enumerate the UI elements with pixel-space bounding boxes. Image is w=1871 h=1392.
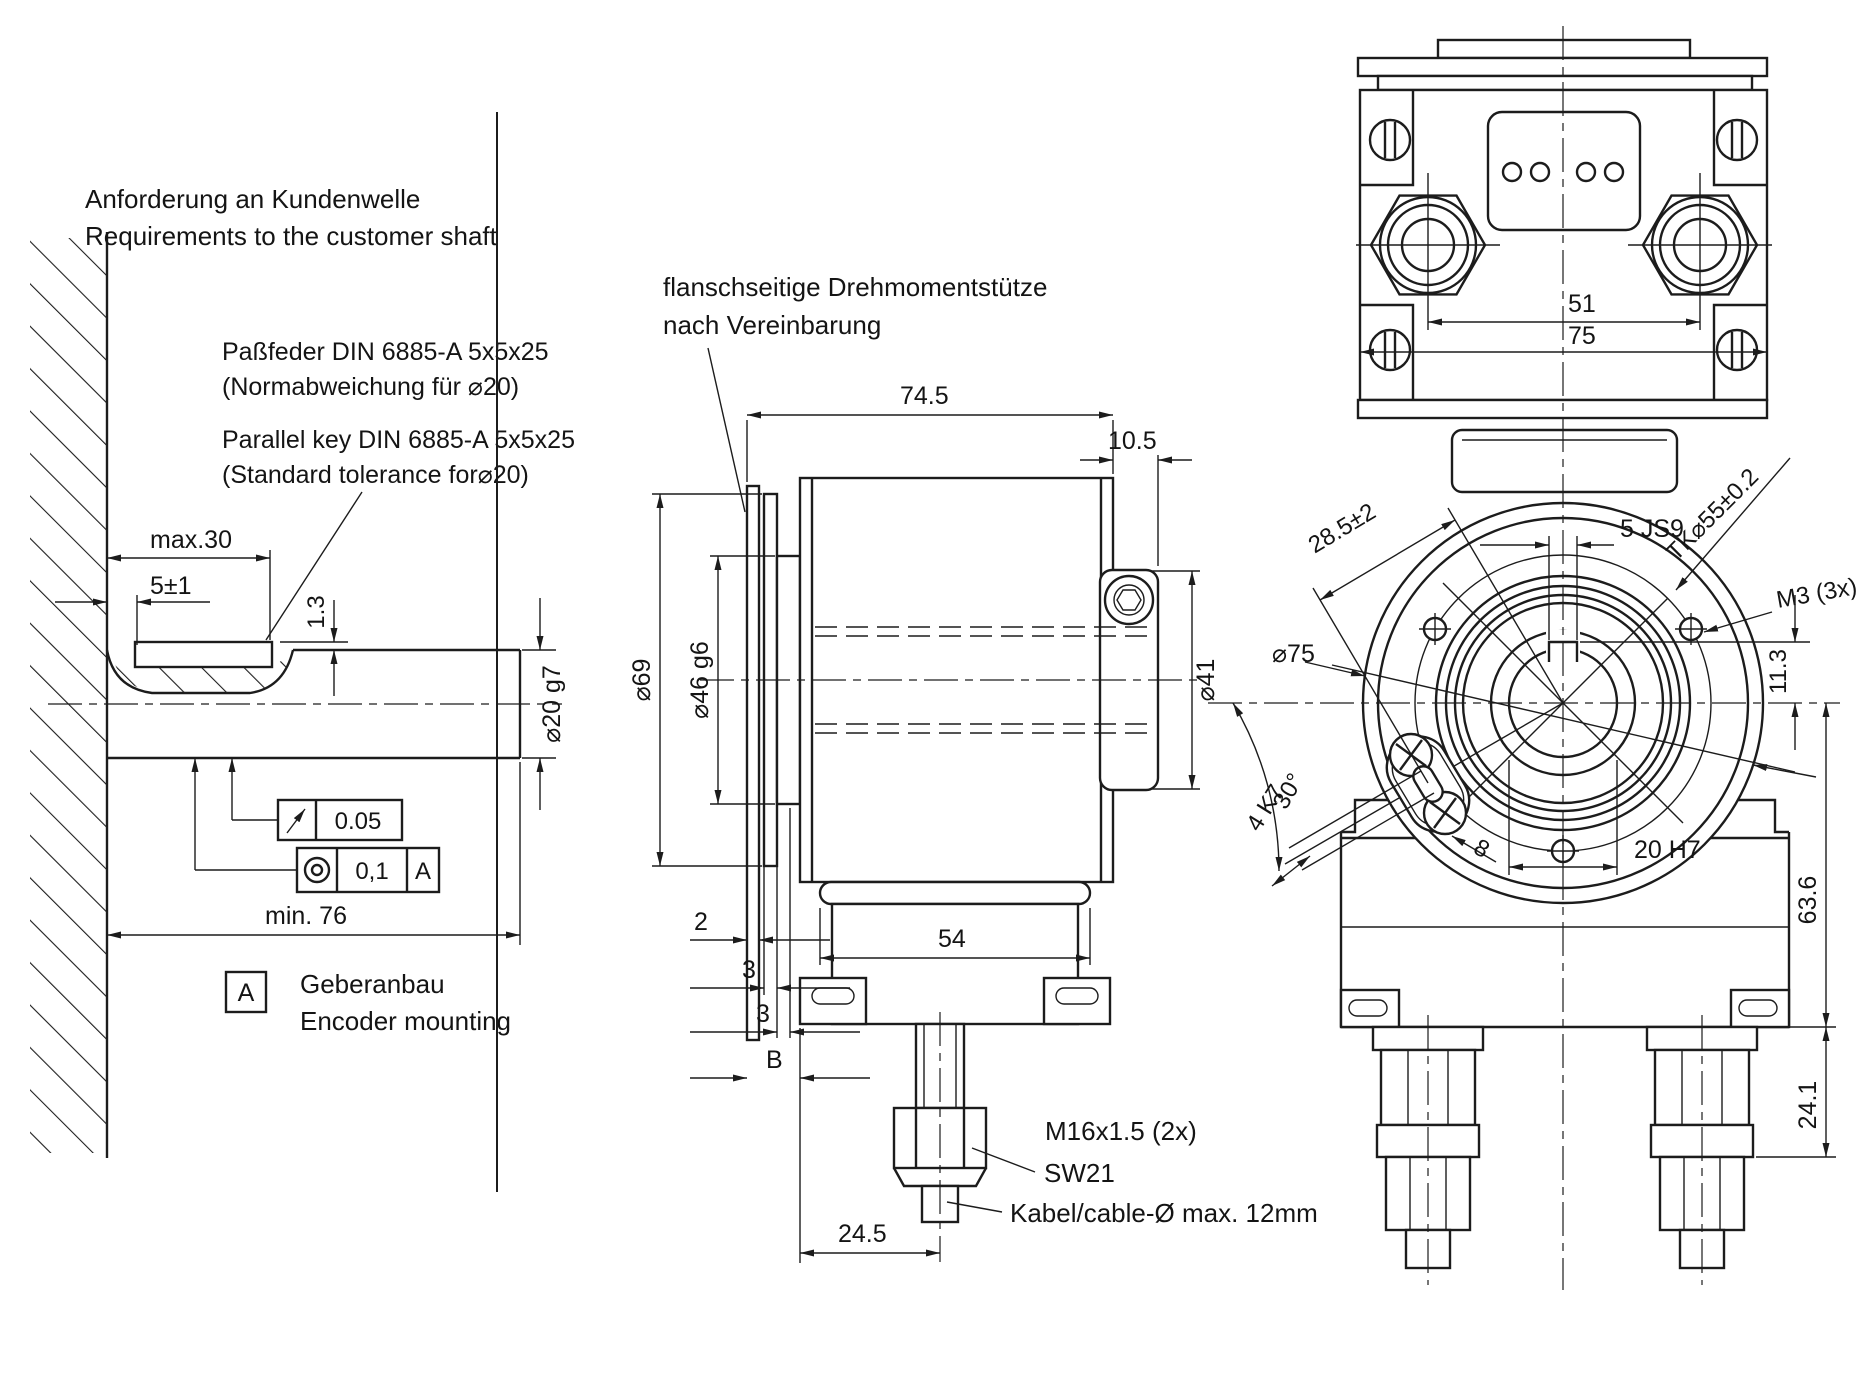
dim-d75: ⌀75 bbox=[1272, 640, 1315, 668]
dim-11-3: 11.3 bbox=[1765, 649, 1792, 694]
label-m16: M16x1.5 (2x) bbox=[1045, 1116, 1197, 1146]
dim-5js9: 5 JS9 bbox=[1620, 515, 1684, 543]
concentricity-icon bbox=[303, 856, 331, 884]
shaft-collar bbox=[1450, 428, 1679, 494]
dim-75: 75 bbox=[1568, 322, 1596, 350]
dim-B: B bbox=[766, 1046, 783, 1074]
keyway-pocket bbox=[105, 649, 295, 695]
cable-gland-front-right bbox=[1645, 1015, 1759, 1285]
runout-icon bbox=[286, 808, 306, 834]
concentricity-datum: A bbox=[415, 858, 431, 885]
dim-28-5: 28.5±2 bbox=[1304, 498, 1381, 559]
key-label-en-2: (Standard tolerance for⌀20) bbox=[222, 461, 529, 489]
label-sw21: SW21 bbox=[1044, 1158, 1115, 1188]
dim-3a: 3 bbox=[742, 956, 756, 984]
concentricity-value: 0,1 bbox=[355, 858, 388, 885]
dim-1-3: 1.3 bbox=[303, 595, 330, 628]
m3-leader bbox=[1703, 611, 1773, 633]
wall-hatching bbox=[30, 238, 107, 1153]
dim-shaft-d20g7: ⌀20 g7 bbox=[538, 665, 566, 743]
mounting-lug-right bbox=[1042, 976, 1112, 1026]
front-view: 5 JS9 28.5±2 TK⌀55±0.2 M3 (3x) ⌀75 30° 4… bbox=[1208, 26, 1859, 1290]
parallel-key bbox=[133, 640, 274, 669]
dim-2: 2 bbox=[694, 908, 708, 936]
dim-24-1: 24.1 bbox=[1794, 1081, 1822, 1130]
clamp-screw bbox=[1103, 574, 1155, 626]
mounting-lug-left bbox=[798, 976, 868, 1026]
dim-max30: max.30 bbox=[150, 526, 232, 554]
key-label-de-1: Paßfeder DIN 6885-A 5x5x25 bbox=[222, 338, 549, 366]
sw21-leader bbox=[971, 1147, 1036, 1173]
cable-gland-front-left bbox=[1371, 1015, 1485, 1285]
title-en: Requirements to the customer shaft bbox=[85, 221, 498, 251]
cable-gland-top-right bbox=[1628, 173, 1772, 330]
connector-block bbox=[1486, 110, 1642, 232]
top-view: 51 75 bbox=[1356, 38, 1772, 494]
dim-5plus1: 5±1 bbox=[150, 572, 192, 600]
dim-min76: min. 76 bbox=[265, 902, 347, 930]
title-de: Anforderung an Kundenwelle bbox=[85, 184, 420, 214]
dim-d41: ⌀41 bbox=[1192, 659, 1220, 702]
cable-leader bbox=[946, 1201, 1003, 1213]
dim-54: 54 bbox=[938, 925, 966, 953]
dim-3b: 3 bbox=[756, 1000, 770, 1028]
datum-a-box bbox=[224, 970, 268, 1014]
dim-m3: M3 (3x) bbox=[1774, 573, 1859, 614]
dim-d69: ⌀69 bbox=[628, 659, 656, 702]
key-leader-line bbox=[265, 491, 363, 641]
dim-20h7: 20 H7 bbox=[1634, 836, 1701, 864]
cable-gland-side bbox=[892, 1012, 988, 1262]
torque-support-note-2: nach Vereinbarung bbox=[663, 310, 881, 340]
dim-74-5: 74.5 bbox=[900, 382, 949, 410]
cable-gland-top-left bbox=[1356, 173, 1500, 330]
torque-support-note-1: flanschseitige Drehmomentstütze bbox=[663, 272, 1047, 302]
concentricity-tolerance-frame: 0,1 A bbox=[295, 846, 441, 894]
dim-10-5: 10.5 bbox=[1108, 427, 1157, 455]
runout-value: 0.05 bbox=[335, 808, 382, 835]
torque-plate bbox=[745, 484, 761, 1042]
dim-51: 51 bbox=[1568, 290, 1596, 318]
dim-24-5: 24.5 bbox=[838, 1220, 887, 1248]
left-view-customer-shaft: max.30 5±1 1.3 ⌀20 g7 min. 76 0.05 bbox=[30, 184, 575, 1158]
key-label-en-1: Parallel key DIN 6885-A 5x5x25 bbox=[222, 426, 575, 454]
rear-cover-band bbox=[818, 880, 1092, 906]
legend-en: Encoder mounting bbox=[300, 1006, 511, 1036]
tk55-leader bbox=[1675, 457, 1791, 591]
legend-de: Geberanbau bbox=[300, 969, 445, 999]
rear-cover bbox=[830, 902, 1080, 1026]
dim-d46g6: ⌀46 g6 bbox=[686, 641, 714, 719]
label-cable: Kabel/cable-Ø max. 12mm bbox=[1010, 1198, 1318, 1228]
angle-30-arc bbox=[1232, 702, 1283, 872]
keyway-hatching bbox=[112, 655, 290, 692]
m3-screw-holes bbox=[1419, 613, 1707, 867]
runout-tolerance-frame: 0.05 bbox=[276, 798, 404, 842]
dim-63-6: 63.6 bbox=[1794, 876, 1822, 925]
key-label-de-2: (Normabweichung für ⌀20) bbox=[222, 373, 519, 401]
note-leader-line bbox=[707, 347, 746, 513]
datum-a-label: A bbox=[238, 979, 255, 1007]
middle-view-side: flanschseitige Drehmomentstütze nach Ver… bbox=[628, 272, 1318, 1263]
